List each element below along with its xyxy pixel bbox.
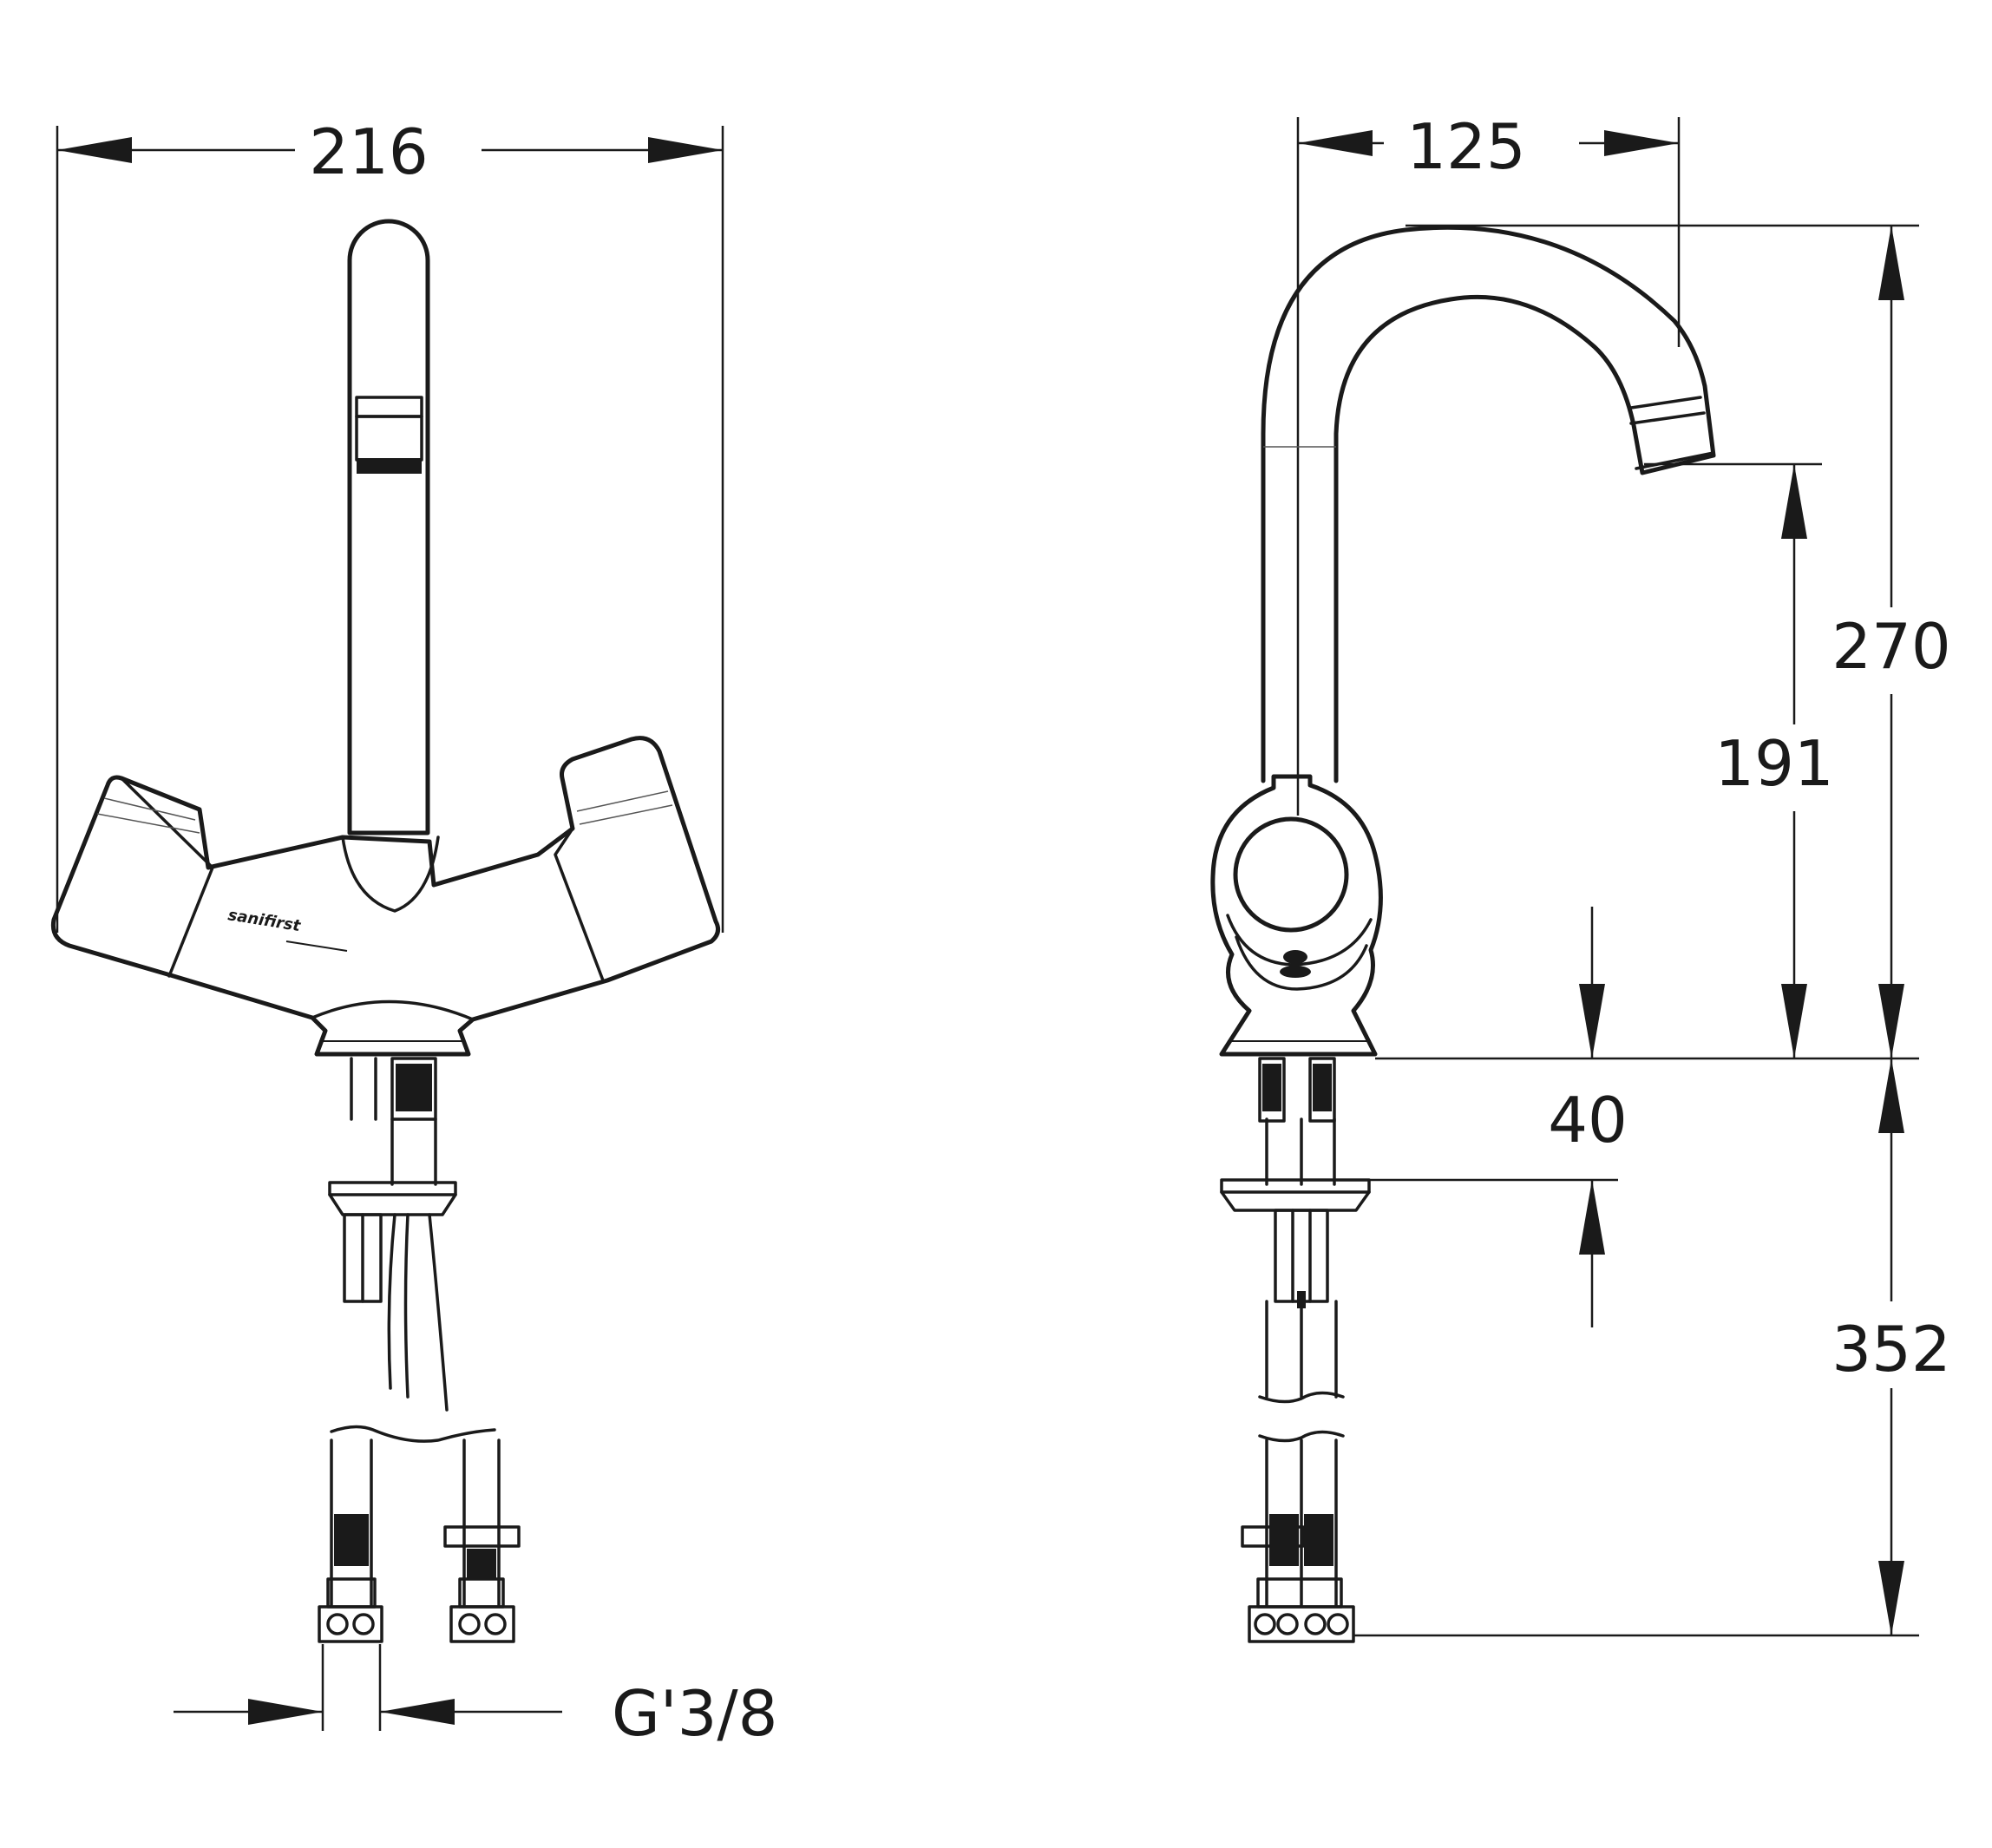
front-body: sanifirst [50,736,721,1057]
thread-label: G'3/8 [612,1677,777,1750]
brand-mark: sanifirst [226,906,303,935]
dimension-reach: 125 [1296,110,1681,816]
mount-thickness-label: 40 [1548,1084,1628,1157]
dimension-spout-height: 191 [1644,462,1834,1058]
reach-label: 125 [1406,110,1525,183]
dimension-width: 216 [56,115,724,933]
dimension-thread: G'3/8 [174,1644,777,1750]
side-view: 125 [1210,110,1951,1643]
front-spout [347,219,430,836]
side-hoses [1220,1057,1371,1643]
hose-length-label: 352 [1831,1313,1950,1386]
width-label: 216 [309,115,428,188]
front-hoses [318,1057,521,1643]
total-height-label: 270 [1831,610,1950,683]
side-body [1210,774,1383,1057]
spout-height-label: 191 [1714,727,1833,800]
side-spout [1261,225,1716,783]
dimension-total-height: 270 [1375,224,1951,1060]
front-view: 216 sanifirst [50,115,777,1750]
dimension-mount-thickness: 40 [1369,907,1628,1327]
dimension-hose-length: 352 [1353,1058,1951,1637]
